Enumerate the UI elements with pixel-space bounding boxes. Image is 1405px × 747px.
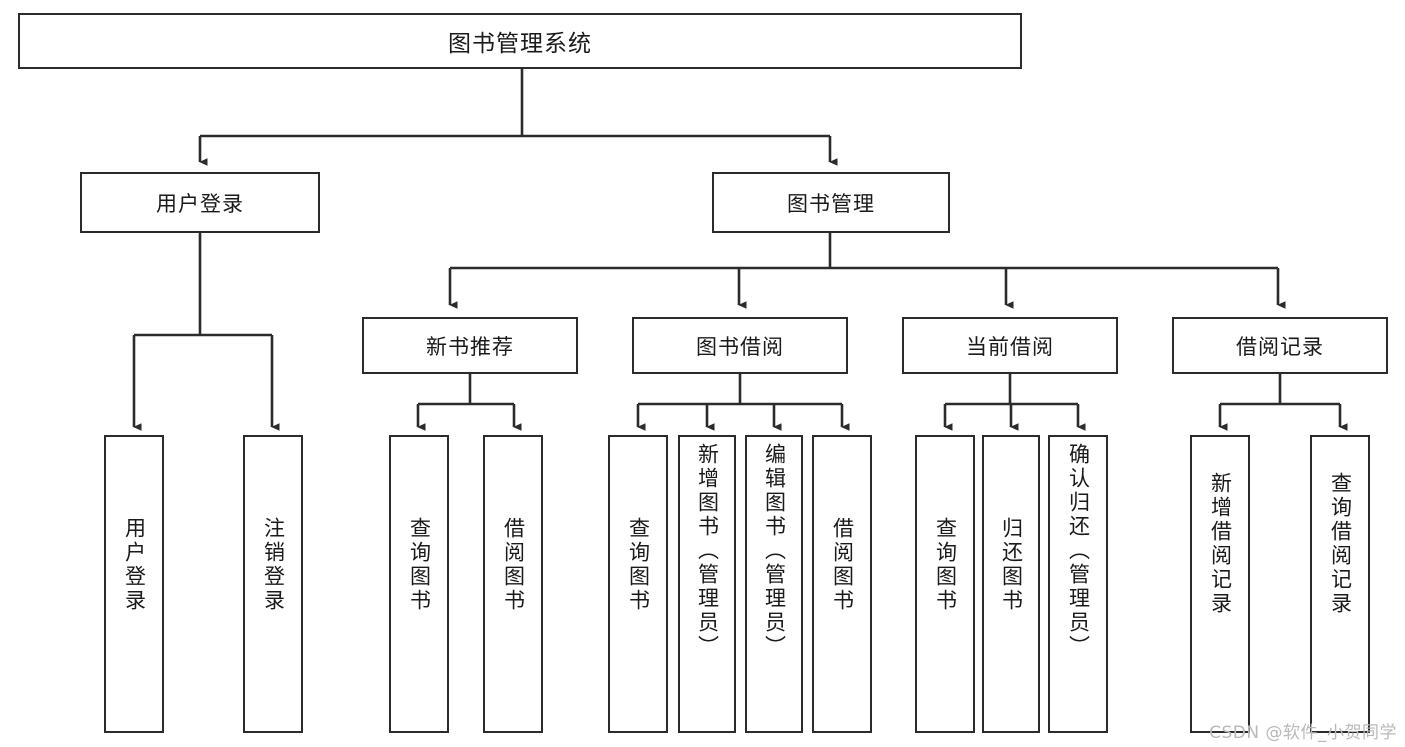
node-borrow-record[interactable]: 借阅记录 [1172, 317, 1388, 374]
node-label: 借阅图书 [830, 517, 855, 613]
node-leaf-borrow-book-recommend[interactable]: 借阅图书 [483, 435, 543, 733]
node-label: 当前借阅 [966, 334, 1054, 359]
node-label: 图书借阅 [696, 334, 784, 359]
node-label: 查询借阅记录 [1328, 472, 1353, 616]
node-leaf-borrow-book[interactable]: 借阅图书 [812, 435, 872, 733]
node-current-borrow[interactable]: 当前借阅 [902, 317, 1118, 374]
node-leaf-return-book[interactable]: 归还图书 [982, 435, 1040, 733]
node-label: 归还图书 [999, 517, 1024, 613]
node-label: 新增图书（管理员） [695, 443, 720, 659]
node-root-system[interactable]: 图书管理系统 [18, 13, 1022, 69]
node-label: 查询图书 [407, 517, 432, 613]
node-label: 查询图书 [626, 517, 651, 613]
node-label: 注销登录 [261, 517, 286, 613]
node-leaf-add-book[interactable]: 新增图书（管理员） [678, 435, 736, 733]
node-leaf-edit-book[interactable]: 编辑图书（管理员） [745, 435, 803, 733]
node-leaf-query-book-current[interactable]: 查询图书 [915, 435, 975, 733]
node-label: 借阅图书 [501, 517, 526, 613]
node-label: 确认归还（管理员） [1066, 443, 1091, 659]
node-label: 图书管理 [787, 191, 875, 216]
node-leaf-user-login[interactable]: 用户登录 [104, 435, 164, 733]
node-user-login[interactable]: 用户登录 [80, 172, 320, 233]
node-leaf-query-book-recommend[interactable]: 查询图书 [389, 435, 449, 733]
node-leaf-confirm-return[interactable]: 确认归还（管理员） [1048, 435, 1108, 733]
node-label: 图书管理系统 [448, 31, 592, 57]
node-label: 用户登录 [122, 517, 147, 613]
node-leaf-query-book-borrow[interactable]: 查询图书 [608, 435, 668, 733]
node-new-book-recommend[interactable]: 新书推荐 [362, 317, 578, 374]
watermark-text: CSDN @软件_小贺同学 [1209, 723, 1397, 743]
node-label: 查询图书 [933, 517, 958, 613]
node-label: 新书推荐 [426, 334, 514, 359]
node-label: 编辑图书（管理员） [762, 443, 787, 659]
node-label: 新增借阅记录 [1208, 472, 1233, 616]
node-leaf-add-borrow-record[interactable]: 新增借阅记录 [1190, 435, 1250, 733]
node-leaf-query-borrow-record[interactable]: 查询借阅记录 [1310, 435, 1370, 733]
node-leaf-logout-login[interactable]: 注销登录 [243, 435, 303, 733]
node-book-borrow[interactable]: 图书借阅 [632, 317, 848, 374]
node-book-management[interactable]: 图书管理 [712, 172, 950, 233]
node-label: 借阅记录 [1236, 334, 1324, 359]
node-label: 用户登录 [156, 191, 244, 216]
